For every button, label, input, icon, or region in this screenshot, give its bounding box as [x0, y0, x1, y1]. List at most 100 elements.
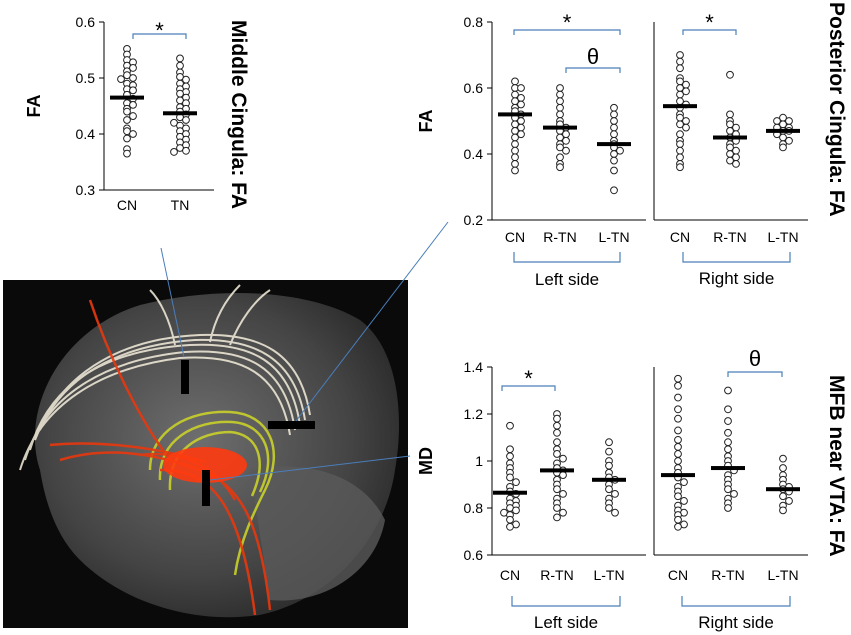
data-point — [724, 438, 732, 447]
data-point — [176, 61, 184, 70]
data-point — [726, 156, 734, 165]
y-tick-label: 0.3 — [76, 182, 96, 198]
data-point — [556, 110, 564, 119]
data-point — [724, 428, 732, 437]
vta-marker — [202, 470, 210, 506]
data-point — [724, 504, 732, 512]
data-point — [511, 166, 519, 175]
data-point — [517, 130, 525, 139]
side-bracket — [681, 596, 791, 607]
side-label: Left side — [534, 613, 598, 632]
median-bar — [711, 466, 745, 471]
y-tick-label: 0.6 — [464, 547, 484, 563]
data-point — [676, 130, 684, 139]
significance-bracket — [682, 29, 737, 35]
posterior-cingula-marker — [268, 421, 315, 429]
data-point — [605, 504, 613, 512]
data-point — [732, 160, 740, 168]
data-point — [724, 485, 732, 494]
data-point — [676, 140, 684, 149]
data-point — [182, 146, 190, 155]
data-point — [779, 492, 787, 501]
data-point — [556, 153, 564, 162]
significance-label: θ — [749, 346, 761, 371]
data-point — [553, 485, 561, 494]
y-tick-label: 1 — [475, 453, 483, 469]
data-point — [553, 513, 561, 522]
data-point — [726, 110, 734, 119]
data-point — [682, 87, 690, 96]
data-point — [123, 134, 131, 143]
data-point — [553, 504, 561, 512]
data-point — [676, 64, 684, 73]
data-point — [511, 140, 519, 149]
category-label: L-TN — [767, 567, 798, 583]
data-point — [785, 497, 793, 505]
data-point — [176, 54, 184, 63]
data-point — [517, 100, 525, 109]
data-point — [779, 454, 787, 463]
data-point — [511, 146, 519, 155]
data-point — [512, 506, 520, 515]
category-label: R-TN — [543, 229, 576, 245]
data-point — [129, 86, 137, 95]
data-point — [512, 478, 520, 487]
data-point — [680, 478, 688, 487]
data-point — [676, 90, 684, 99]
chart-title: Middle Cingula: FA — [227, 20, 250, 209]
data-point — [559, 490, 567, 498]
data-point — [129, 130, 137, 138]
data-point — [724, 386, 732, 395]
data-point — [724, 417, 732, 425]
side-bracket — [513, 252, 621, 263]
data-point — [511, 77, 519, 86]
data-point — [730, 490, 738, 498]
connector-lines — [160, 221, 449, 481]
significance-bracket — [132, 33, 187, 39]
data-point — [559, 454, 567, 463]
data-point — [674, 393, 682, 402]
data-point — [605, 447, 613, 456]
data-point — [616, 146, 624, 155]
category-label: TN — [171, 197, 190, 213]
data-point — [511, 153, 519, 162]
y-tick-label: 0.4 — [464, 146, 484, 162]
data-point — [511, 133, 519, 142]
data-point — [682, 123, 690, 132]
median-bar — [540, 468, 574, 473]
median-bar — [597, 142, 631, 147]
data-point — [676, 153, 684, 162]
y-tick-label: 1.2 — [464, 406, 484, 422]
data-point — [724, 445, 732, 454]
data-point — [176, 89, 184, 98]
white-fiber-tracts — [19, 284, 311, 471]
y-tick-label: 0.2 — [464, 212, 484, 228]
side-label: Left side — [535, 270, 599, 289]
y-tick-label: 0.8 — [464, 500, 484, 516]
data-point — [553, 450, 561, 458]
chart-title: MFB near VTA: FA — [825, 375, 848, 557]
category-label: R-TN — [540, 567, 573, 583]
data-point — [611, 490, 619, 498]
data-point — [506, 522, 514, 531]
median-bar — [163, 111, 197, 116]
y-tick-label: 0.8 — [464, 14, 484, 30]
brain-tractography-image — [3, 280, 408, 628]
category-label: L-TN — [767, 229, 798, 245]
data-point — [506, 445, 514, 454]
data-point — [556, 97, 564, 106]
category-label: L-TN — [598, 229, 629, 245]
data-point — [559, 471, 567, 480]
data-point — [556, 84, 564, 92]
side-bracket — [511, 596, 621, 607]
category-label: L-TN — [593, 567, 624, 583]
median-bar — [493, 490, 527, 495]
y-axis-label: FA — [24, 94, 44, 117]
data-point — [779, 143, 787, 152]
data-point — [562, 146, 570, 155]
median-bar — [713, 135, 747, 140]
middle-cingula-marker — [181, 360, 189, 394]
data-point — [785, 136, 793, 145]
data-point — [611, 508, 619, 517]
